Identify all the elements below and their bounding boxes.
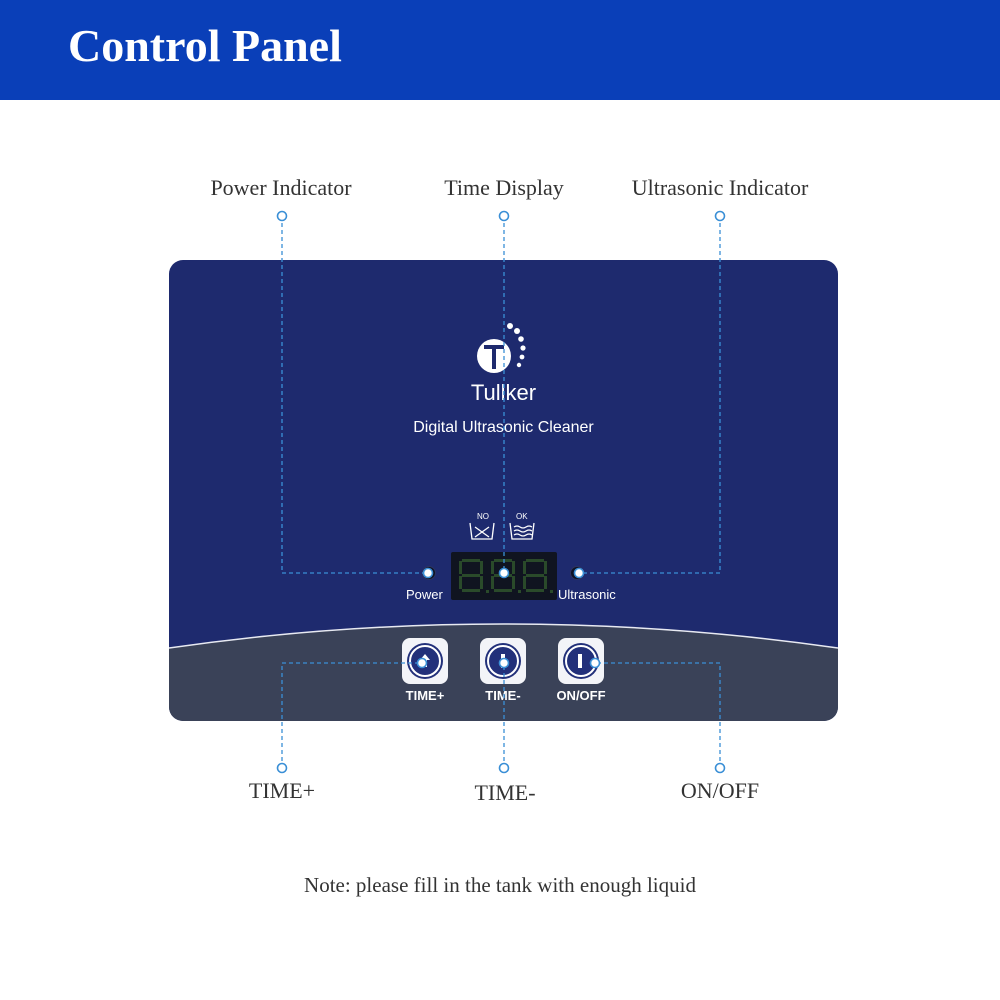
- water-no-label: NO: [477, 512, 489, 521]
- product-subtitle: Digital Ultrasonic Cleaner: [413, 419, 594, 436]
- time-plus-label: TIME+: [405, 688, 445, 703]
- callout-time-plus: TIME+: [248, 778, 316, 803]
- segment-digit-2: [491, 559, 521, 593]
- power-icon: [565, 645, 597, 677]
- control-panel: Tullker Digital Ultrasonic Cleaner NO OK…: [169, 260, 838, 721]
- time-minus-icon: [487, 645, 519, 677]
- callout-on-off: ON/OFF: [680, 778, 760, 803]
- ultrasonic-indicator-led: [570, 566, 584, 580]
- tullker-logo-icon: [477, 323, 526, 373]
- callout-ultrasonic-indicator: Ultrasonic Indicator: [631, 175, 809, 200]
- power-label: Power: [406, 587, 443, 602]
- water-level-icons: NO OK: [469, 512, 535, 540]
- ultrasonic-label: Ultrasonic: [558, 587, 616, 602]
- header-bar: Control Panel: [0, 0, 1000, 100]
- time-minus-label: TIME-: [485, 688, 521, 703]
- segment-digit-1: [459, 559, 489, 593]
- segment-digit-3: [523, 559, 553, 593]
- time-plus-button[interactable]: [402, 638, 448, 684]
- time-minus-button[interactable]: [480, 638, 526, 684]
- brand-name: Tullker: [470, 380, 537, 405]
- time-plus-icon: [409, 645, 441, 677]
- time-display: [451, 552, 557, 600]
- power-indicator-led: [422, 566, 436, 580]
- on-off-label: ON/OFF: [556, 688, 606, 703]
- page-title: Control Panel: [68, 20, 342, 71]
- callout-time-display: Time Display: [444, 175, 564, 200]
- fill-note: Note: please fill in the tank with enoug…: [304, 873, 696, 897]
- water-ok-label: OK: [516, 512, 528, 521]
- segment-digits: [459, 559, 553, 593]
- callout-time-minus: TIME-: [474, 780, 536, 805]
- callout-power-indicator: Power Indicator: [210, 175, 352, 200]
- on-off-button[interactable]: [558, 638, 604, 684]
